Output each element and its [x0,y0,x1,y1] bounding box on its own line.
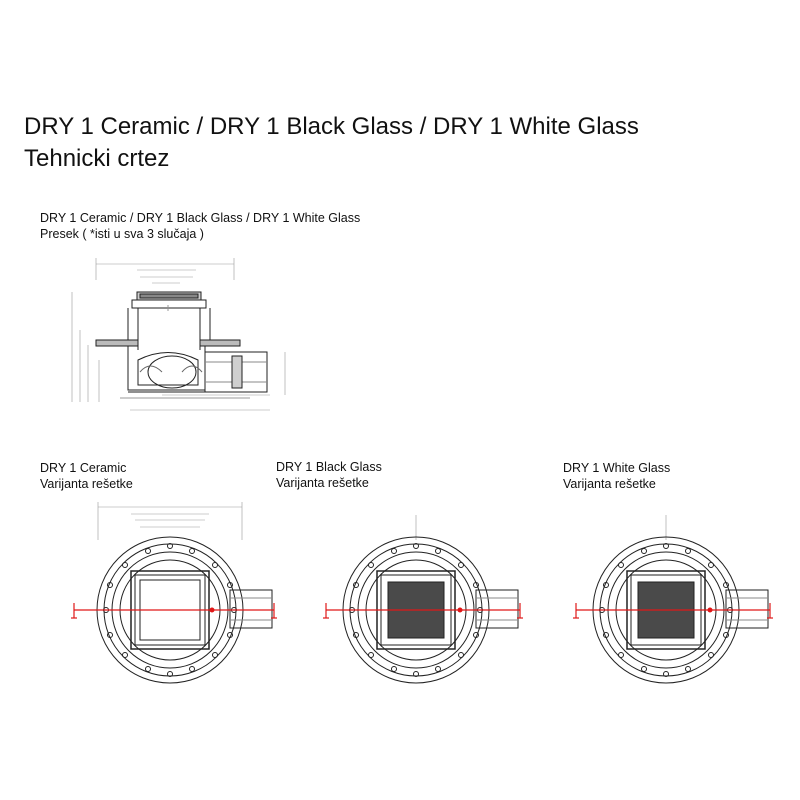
variant-label-white-glass: Varijanta rešetke [563,477,656,491]
variant-label-ceramic: Varijanta rešetke [40,477,133,491]
section-line-black-glass [323,603,523,619]
dimension-lines [97,502,243,540]
dimension-lines [71,258,286,411]
variant-label-black-glass: Varijanta rešetke [276,476,369,490]
page-title: DRY 1 Ceramic / DRY 1 Black Glass / DRY … [24,113,639,140]
variant-name-white-glass: DRY 1 White Glass [563,461,671,475]
section-line-white-glass [573,603,773,619]
top-view-black-glass [342,515,519,684]
variant-name-black-glass: DRY 1 Black Glass [276,460,382,474]
top-view-ceramic [96,502,273,684]
section-caption-note: Presek ( *isti u sva 3 slučaja ) [40,227,204,241]
variant-name-ceramic: DRY 1 Ceramic [40,461,127,475]
section-drawing [71,258,286,411]
top-view-white-glass [592,515,769,684]
section-line-ceramic [71,603,277,619]
page-subtitle: Tehnicki crtez [24,145,170,172]
section-caption-title: DRY 1 Ceramic / DRY 1 Black Glass / DRY … [40,211,361,225]
